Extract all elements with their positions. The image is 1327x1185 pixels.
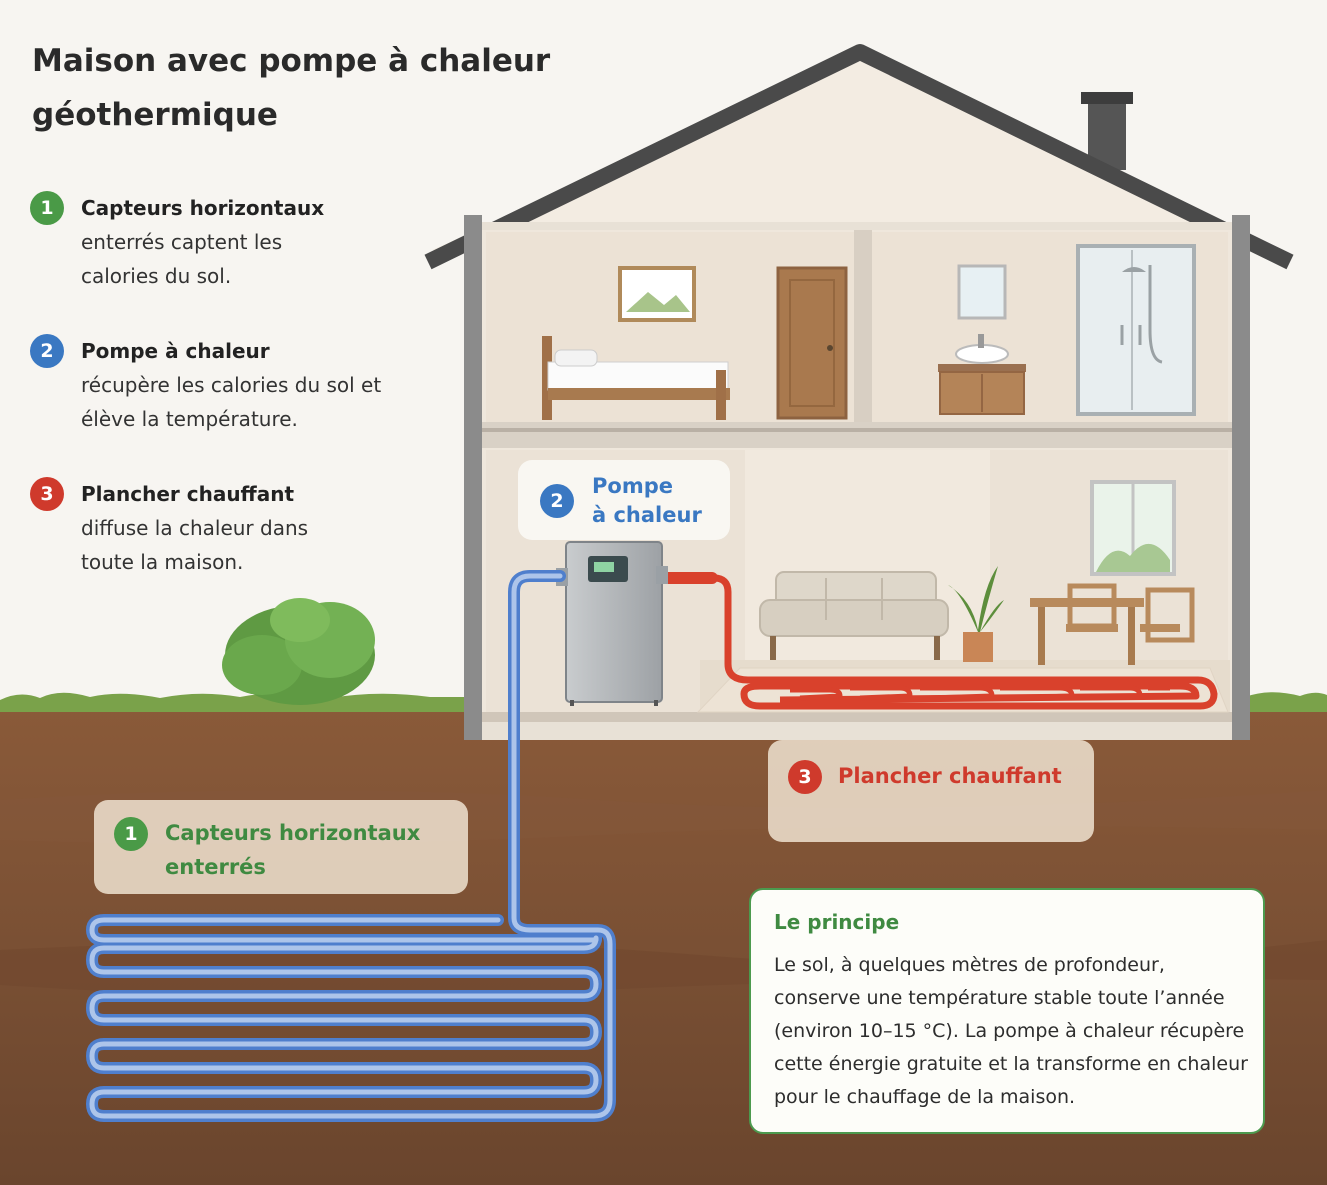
legend-title: Plancher chauffant xyxy=(81,482,295,506)
grass xyxy=(0,692,1327,712)
legend-description: récupère les calories du sol et élève la… xyxy=(81,373,382,431)
callout-floor-heating: 3 Plancher chauffant xyxy=(768,740,1094,842)
principle-box: Le principe Le sol, à quelques mètres de… xyxy=(749,888,1265,1134)
callout-label: enterrés xyxy=(165,855,266,879)
legend-title: Capteurs horizontaux xyxy=(81,196,325,220)
sink-icon xyxy=(938,334,1026,415)
callout-label: Plancher chauffant xyxy=(838,764,1062,788)
number-badge: 3 xyxy=(30,477,64,511)
number-badge: 3 xyxy=(788,760,822,794)
mirror-icon xyxy=(957,264,1007,320)
bed-icon xyxy=(542,336,730,420)
plant-icon xyxy=(948,566,1004,662)
page-title: Maison avec pompe à chaleur géothermique xyxy=(32,43,551,133)
principle-text: Le sol, à quelques mètres de profondeur,… xyxy=(774,954,1248,1108)
sofa-icon xyxy=(759,571,949,660)
shower-icon xyxy=(1076,244,1196,416)
legend-title: Pompe à chaleur xyxy=(81,339,270,363)
bedroom-picture xyxy=(618,266,696,322)
principle-title: Le principe xyxy=(774,910,900,934)
callout-collectors: 1 Capteurs horizontaux enterrés xyxy=(94,800,468,894)
door-icon xyxy=(776,266,848,420)
callout-label: Capteurs horizontaux xyxy=(165,821,421,845)
table-icon xyxy=(1030,583,1195,665)
number-badge: 2 xyxy=(540,484,574,518)
number-badge: 1 xyxy=(114,817,148,851)
callout-label: à chaleur xyxy=(592,503,702,527)
callout-heat-pump: 2 Pompe à chaleur xyxy=(518,460,730,540)
callout-label: Pompe xyxy=(592,474,673,498)
bush-icon xyxy=(222,598,375,705)
heat-pump-icon xyxy=(556,541,668,706)
window-icon xyxy=(1090,480,1176,576)
ground-collector-pipes xyxy=(86,570,616,1122)
legend-description: enterrés captent les calories du sol. xyxy=(81,230,283,288)
underfloor-heating-pipes xyxy=(654,572,1229,713)
number-badge: 1 xyxy=(30,191,64,225)
number-badge: 2 xyxy=(30,334,64,368)
legend-description: diffuse la chaleur dans toute la maison. xyxy=(81,516,309,574)
